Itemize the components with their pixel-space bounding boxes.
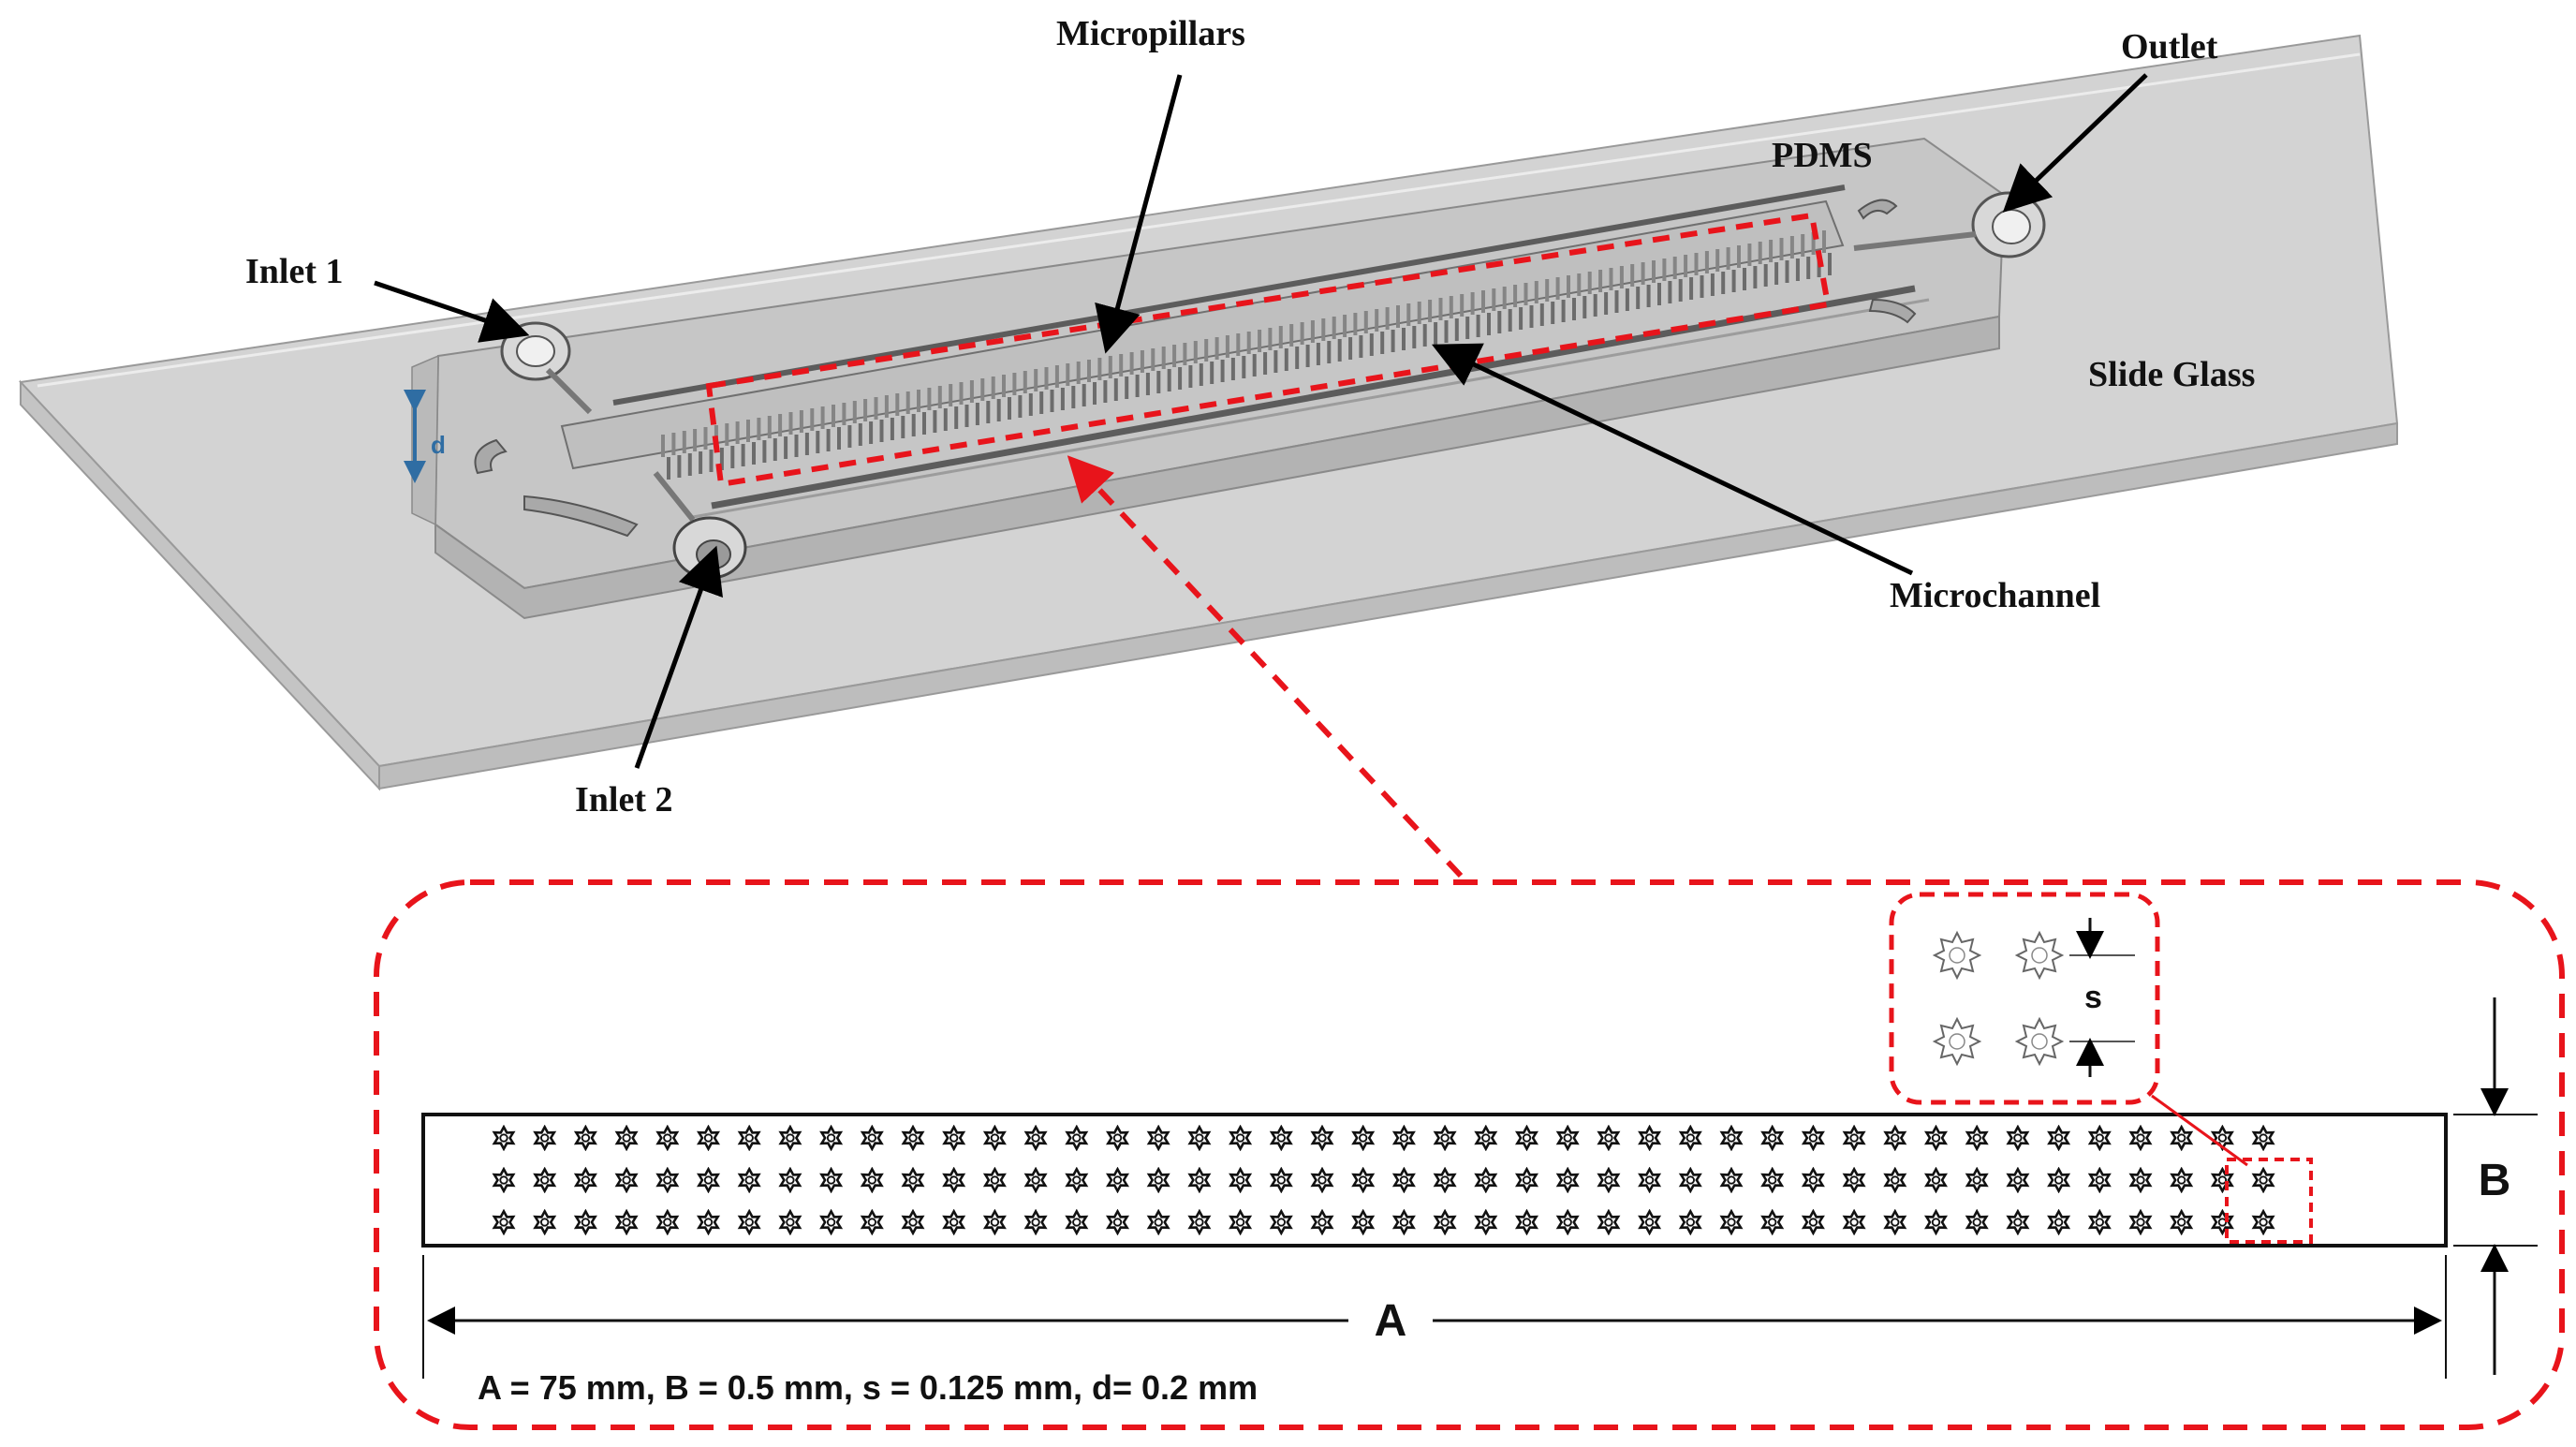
highlight-region-3d <box>705 212 1832 488</box>
inset-pillar-4 <box>2016 1018 2063 1065</box>
inset-pillar-1 <box>1934 932 1980 979</box>
pdms-label: PDMS <box>1772 136 1873 175</box>
inlet-1-arrow <box>374 280 530 343</box>
slide-glass-left-edge <box>20 379 380 791</box>
device-3d-view: d <box>18 34 2399 791</box>
inlet-1-label: Inlet 1 <box>245 252 344 291</box>
pdms-block-front <box>434 315 2000 620</box>
dim-b-label: B <box>2479 1156 2511 1205</box>
dim-a-label: A <box>1375 1296 1407 1346</box>
spacing-label: s <box>2084 980 2102 1015</box>
micropillars-label: Micropillars <box>1056 14 1245 53</box>
callouts: Micropillars Outlet PDMS Inlet 1 Slide G… <box>245 14 2255 819</box>
pillar-inset: s <box>1889 892 2160 1105</box>
outlet-label: Outlet <box>2121 27 2218 66</box>
right-bottom-bracket <box>1868 298 1917 324</box>
depth-symbol-label: d <box>431 431 446 459</box>
outlet-arrow <box>2002 73 2148 213</box>
left-bottom-bracket <box>523 495 639 538</box>
inset-frame <box>1889 892 2160 1105</box>
slide-glass-top-highlight <box>37 52 2361 388</box>
inset-pillar-3 <box>1934 1018 1980 1065</box>
detail-2d-view: s A B A = 75 mm, B = 0.5 mm, s = 0.125 m… <box>374 879 2565 1430</box>
inlet-2-arrow <box>634 545 723 769</box>
inset-connector <box>2151 1094 2248 1167</box>
inlet-2-label: Inlet 2 <box>575 780 673 819</box>
left-bracket <box>474 438 508 475</box>
dimension-caption: A = 75 mm, B = 0.5 mm, s = 0.125 mm, d= … <box>478 1368 1258 1407</box>
micropillars-3d <box>661 230 1832 480</box>
right-top-bracket <box>1857 199 1898 220</box>
microchannel-label: Microchannel <box>1890 576 2100 615</box>
channel-rectangle <box>421 1113 2448 1248</box>
inset-pillar-2 <box>2016 932 2063 979</box>
channel-rail-bottom-inner <box>692 298 1930 519</box>
channel-rail-top <box>612 185 1846 406</box>
pillar-highlight-box <box>2225 1158 2313 1244</box>
slide-glass-label: Slide Glass <box>2088 355 2255 394</box>
microchannel-arrow <box>1431 343 1914 576</box>
micropillars-arrow <box>1095 74 1183 354</box>
